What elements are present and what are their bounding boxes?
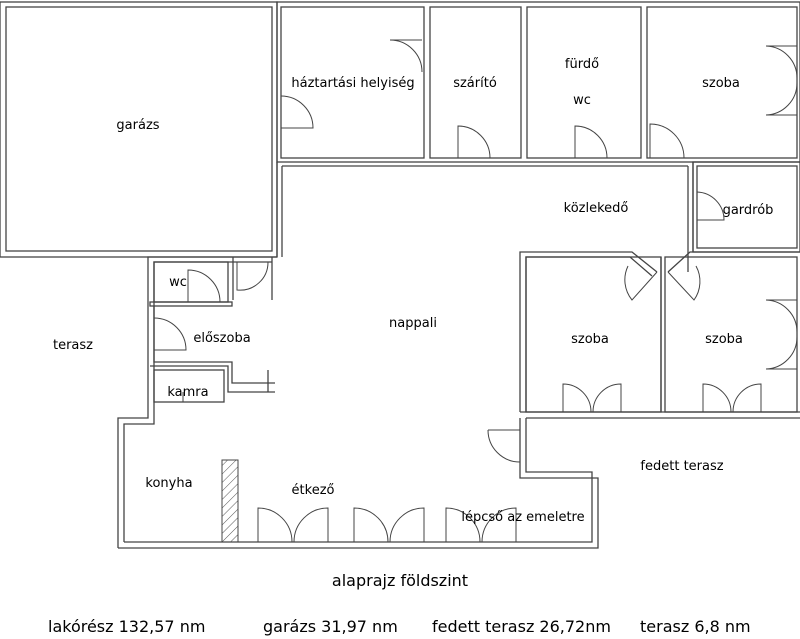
room-label-nappali: nappali: [389, 316, 437, 331]
door-swings: [153, 39, 798, 543]
area-garazs: garázs 31,97 nm: [263, 617, 398, 636]
room-label-szoba-east: szoba: [705, 332, 743, 347]
room-label-lepcso: lépcső az emeletre: [461, 510, 584, 525]
room-label-eloszoba: előszoba: [193, 331, 250, 346]
plan-caption: alaprajz földszint: [331, 571, 469, 590]
room-label-garazs: garázs: [116, 118, 159, 133]
room-label-szarito: szárító: [453, 76, 497, 91]
room-label-fedett-terasz: fedett terasz: [640, 459, 723, 474]
walls: [0, 1, 800, 549]
room-label-kamra: kamra: [167, 385, 208, 400]
room-label-wc: wc: [169, 275, 187, 290]
area-terasz: terasz 6,8 nm: [640, 617, 751, 636]
floor-plan: garázs háztartási helyiség szárító fürdő…: [0, 1, 800, 549]
room-label-haztartasi: háztartási helyiség: [291, 76, 414, 91]
room-label-szoba-mid: szoba: [571, 332, 609, 347]
chimney: [221, 459, 239, 543]
room-label-furdo: fürdő: [565, 57, 599, 72]
room-label-konyha: konyha: [145, 476, 192, 491]
area-fedett-terasz: fedett terasz 26,72nm: [432, 617, 611, 636]
room-label-furdo-wc: wc: [573, 93, 591, 108]
area-lakoresz: lakórész 132,57 nm: [48, 617, 206, 636]
room-label-etkezo: étkező: [292, 483, 335, 498]
room-label-szoba-ne: szoba: [702, 76, 740, 91]
room-label-terasz: terasz: [53, 338, 93, 353]
room-label-kozlekedo: közlekedő: [564, 201, 629, 216]
room-label-gardrob: gardrób: [723, 203, 774, 218]
